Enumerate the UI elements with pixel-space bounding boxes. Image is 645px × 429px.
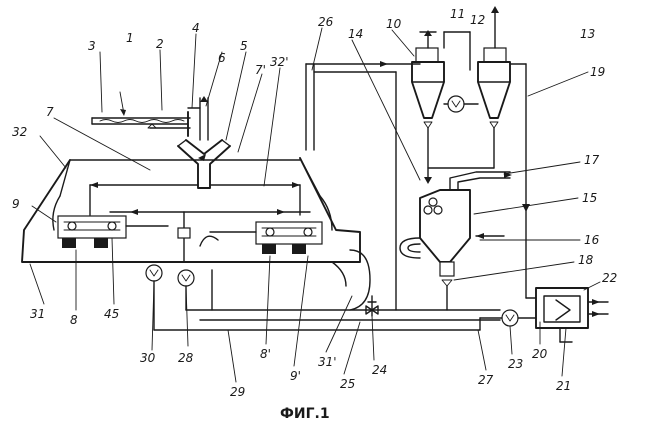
fluid-bed-right <box>210 222 322 254</box>
ref-11: 11 <box>450 7 465 21</box>
ref-27: 27 <box>478 373 494 387</box>
fan-12 <box>444 32 478 112</box>
figure-caption: ФИГ.1 <box>280 406 330 422</box>
leader-lines <box>30 28 600 382</box>
ref-20: 20 <box>532 347 548 361</box>
ref-13: 13 <box>580 27 595 41</box>
ref-17: 17 <box>584 153 600 167</box>
inlet-duct <box>188 96 208 140</box>
ref-8: 8 <box>70 313 78 327</box>
return-lines <box>200 250 500 320</box>
ref-31-prime: 31' <box>318 355 337 369</box>
valve-24 <box>366 296 378 316</box>
pipe-26 <box>306 61 420 310</box>
cyclone-10 <box>412 30 444 184</box>
feed-conveyor <box>92 92 190 136</box>
ref-19: 19 <box>590 65 605 79</box>
ref-1: 1 <box>126 31 134 45</box>
ref-28: 28 <box>178 351 194 365</box>
ref-9-prime: 9' <box>290 369 301 383</box>
line-19 <box>510 64 530 298</box>
ref-2: 2 <box>156 37 164 51</box>
ref-30: 30 <box>140 351 156 365</box>
internal-flows <box>90 182 310 215</box>
ref-32: 32 <box>12 125 27 139</box>
pump-28 <box>178 270 212 310</box>
ref-14: 14 <box>348 27 363 41</box>
dryer-15 <box>400 172 512 286</box>
ref-24: 24 <box>372 363 387 377</box>
ref-8-prime: 8' <box>260 347 271 361</box>
ref-12: 12 <box>470 13 485 27</box>
ref-45: 45 <box>104 307 119 321</box>
heat-exchanger <box>526 288 608 342</box>
ref-5: 5 <box>240 39 248 53</box>
ref-25: 25 <box>340 377 355 391</box>
ref-3: 3 <box>88 39 96 53</box>
ref-4: 4 <box>192 21 200 35</box>
ref-16: 16 <box>584 233 600 247</box>
ref-15: 15 <box>582 191 597 205</box>
ref-6: 6 <box>218 51 226 65</box>
ref-10: 10 <box>386 17 402 31</box>
cyclone-13 <box>428 6 510 168</box>
ref-9: 9 <box>12 197 20 211</box>
ref-32-prime: 32' <box>270 55 289 69</box>
ref-7: 7 <box>46 105 54 119</box>
ref-7-prime: 7' <box>255 63 266 77</box>
ref-31: 31 <box>30 307 45 321</box>
ref-29: 29 <box>230 385 245 399</box>
central-shaft <box>178 212 218 262</box>
ref-21: 21 <box>556 379 571 393</box>
pump-23 <box>447 286 536 330</box>
ref-23: 23 <box>508 357 523 371</box>
ref-26: 26 <box>318 15 334 29</box>
fluid-bed-left <box>58 216 168 248</box>
ref-18: 18 <box>578 253 594 267</box>
central-distributor <box>178 140 230 188</box>
ref-22: 22 <box>602 271 617 285</box>
